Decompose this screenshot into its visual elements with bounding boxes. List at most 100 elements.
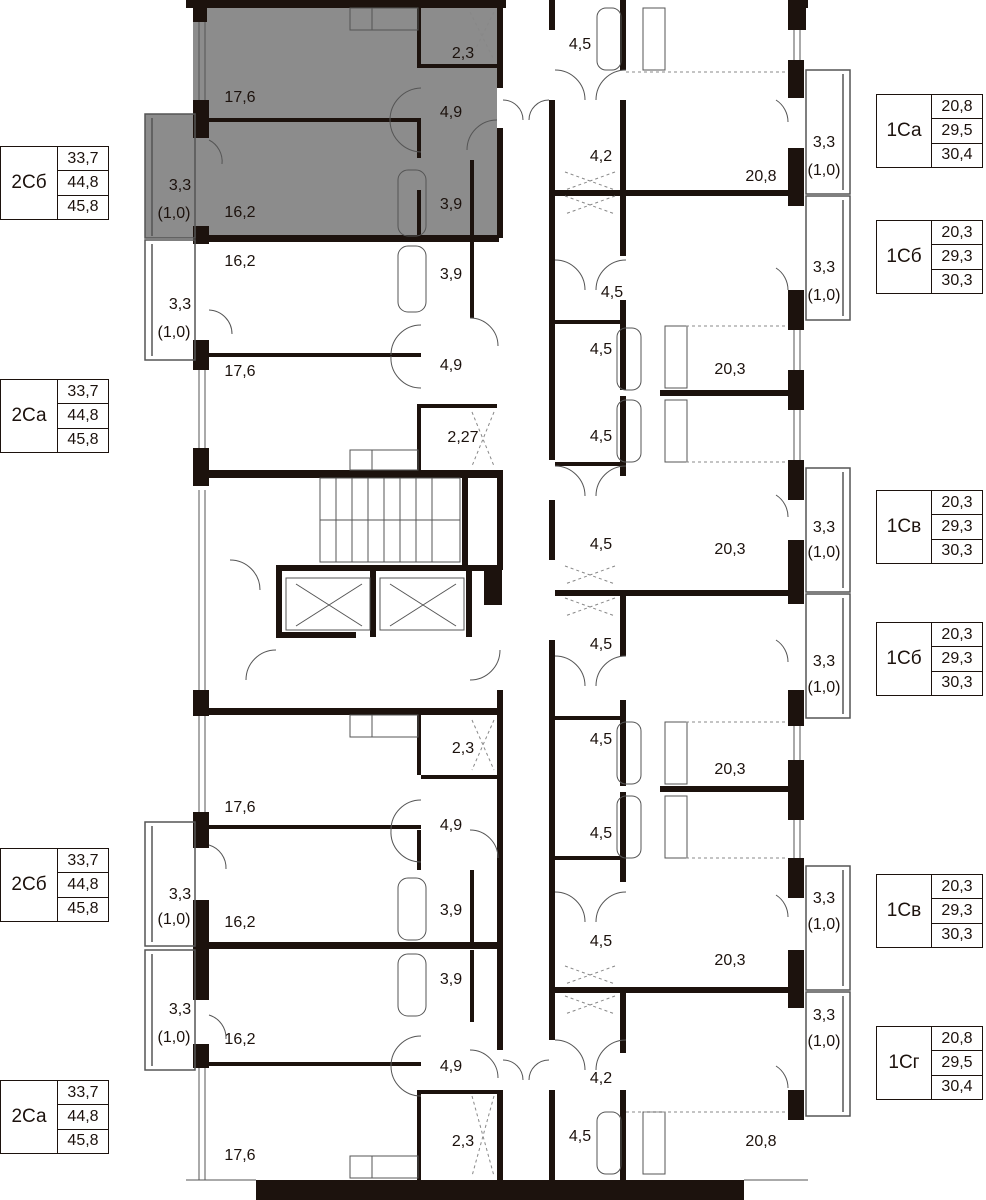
- apartment-area-value: 20,3: [932, 623, 982, 648]
- apartment-area-value: 45,8: [67, 1132, 99, 1150]
- room-area-label: (1,0): [157, 205, 191, 222]
- apartment-type-code: 1Са: [877, 95, 932, 167]
- room-area-label: 3,9: [439, 971, 463, 988]
- room-area-label: 2,3: [451, 740, 475, 757]
- room-area-label: (1,0): [807, 287, 841, 304]
- room-area-label: 3,3: [812, 1007, 836, 1024]
- room-area-label: 2,3: [451, 1133, 475, 1150]
- apartment-type-code: 2Са: [1, 1081, 58, 1153]
- apartment-area-value: 44,8: [58, 404, 108, 429]
- apartment-area-value: 30,4: [941, 1078, 973, 1096]
- balconies-right: [805, 69, 851, 1117]
- room-area-label: 3,3: [812, 653, 836, 670]
- apartment-area-value: 44,8: [58, 1105, 108, 1130]
- apartment-area-value: 20,3: [932, 221, 982, 246]
- room-area-label: 2,3: [451, 45, 475, 62]
- room-area-label: 16,2: [224, 914, 256, 931]
- room-area-label: 3,9: [439, 196, 463, 213]
- apartment-area-value: 33,7: [58, 380, 108, 405]
- apartment-type-code: 1Сб: [877, 623, 932, 695]
- apartment-type-code: 1Сб: [877, 221, 932, 293]
- room-area-label: 4,5: [568, 36, 592, 53]
- apartment-type-code: 1Св: [877, 491, 932, 563]
- room-area-label: 16,2: [224, 204, 256, 221]
- room-area-label: (1,0): [807, 1033, 841, 1050]
- apartment-type-code: 2Са: [1, 380, 58, 452]
- apartment-type-code: 1Сг: [877, 1027, 932, 1099]
- balconies-left: [144, 113, 196, 1071]
- room-area-label: (1,0): [807, 162, 841, 179]
- room-area-label: (1,0): [807, 916, 841, 933]
- apartment-type-code: 1Св: [877, 875, 932, 947]
- walls: [186, 0, 808, 1200]
- room-area-label: 20,3: [714, 761, 746, 778]
- room-area-label: 20,3: [714, 361, 746, 378]
- room-area-label: 4,5: [568, 1128, 592, 1145]
- room-area-label: 4,9: [439, 1058, 463, 1075]
- room-area-label: 17,6: [224, 1147, 256, 1164]
- room-area-label: 16,2: [224, 253, 256, 270]
- room-area-label: 20,8: [745, 1133, 777, 1150]
- room-area-label: 4,2: [589, 148, 613, 165]
- room-area-label: 4,5: [600, 284, 624, 301]
- apartment-area-value: 29,5: [932, 119, 982, 144]
- apartment-area-value: 30,4: [941, 146, 973, 164]
- apartment-area-value: 20,3: [932, 491, 982, 516]
- room-area-label: 4,5: [589, 636, 613, 653]
- apartment-area-value: 33,7: [58, 1081, 108, 1106]
- room-area-label: (1,0): [157, 1029, 191, 1046]
- room-area-label: 3,3: [168, 1001, 192, 1018]
- room-area-label: 3,3: [812, 890, 836, 907]
- apartment-area-value: 44,8: [58, 873, 108, 898]
- apartment-area-value: 33,7: [58, 849, 108, 874]
- apartment-area-value: 30,3: [941, 272, 973, 290]
- room-area-label: 3,3: [168, 177, 192, 194]
- apartment-type-code: 2Сб: [1, 147, 58, 219]
- room-area-label: 16,2: [224, 1031, 256, 1048]
- room-area-label: 3,3: [168, 886, 192, 903]
- apartment-area-value: 20,8: [932, 95, 982, 120]
- apartment-area-value: 33,7: [58, 147, 108, 172]
- storage-dashes: [469, 11, 788, 1177]
- apartment-area-value: 29,3: [932, 647, 982, 672]
- apartment-area-value: 30,3: [941, 542, 973, 560]
- room-area-label: 4,9: [439, 104, 463, 121]
- room-area-label: 4,2: [589, 1070, 613, 1087]
- room-area-label: 3,9: [439, 902, 463, 919]
- apartment-area-value: 20,8: [932, 1027, 982, 1052]
- room-area-label: 20,8: [745, 168, 777, 185]
- room-area-label: 3,3: [168, 296, 192, 313]
- apartment-area-value: 29,3: [932, 899, 982, 924]
- room-area-label: 3,9: [439, 266, 463, 283]
- room-area-label: 17,6: [224, 799, 256, 816]
- room-area-label: (1,0): [807, 544, 841, 561]
- apartment-area-value: 45,8: [67, 900, 99, 918]
- room-area-label: 4,5: [589, 825, 613, 842]
- apartment-area-value: 29,3: [932, 515, 982, 540]
- room-area-label: 20,3: [714, 952, 746, 969]
- room-area-label: (1,0): [807, 679, 841, 696]
- room-area-label: 4,5: [589, 428, 613, 445]
- room-area-label: 4,5: [589, 731, 613, 748]
- windows: [186, 22, 808, 1181]
- room-area-label: (1,0): [157, 911, 191, 928]
- room-area-label: 4,5: [589, 536, 613, 553]
- room-area-label: 4,5: [589, 341, 613, 358]
- room-area-label: 4,9: [439, 357, 463, 374]
- room-area-label: 20,3: [714, 541, 746, 558]
- room-area-label: 2,27: [447, 429, 479, 446]
- apartment-area-value: 20,3: [932, 875, 982, 900]
- room-area-label: 17,6: [224, 363, 256, 380]
- apartment-area-value: 30,3: [941, 674, 973, 692]
- room-area-label: 3,3: [812, 519, 836, 536]
